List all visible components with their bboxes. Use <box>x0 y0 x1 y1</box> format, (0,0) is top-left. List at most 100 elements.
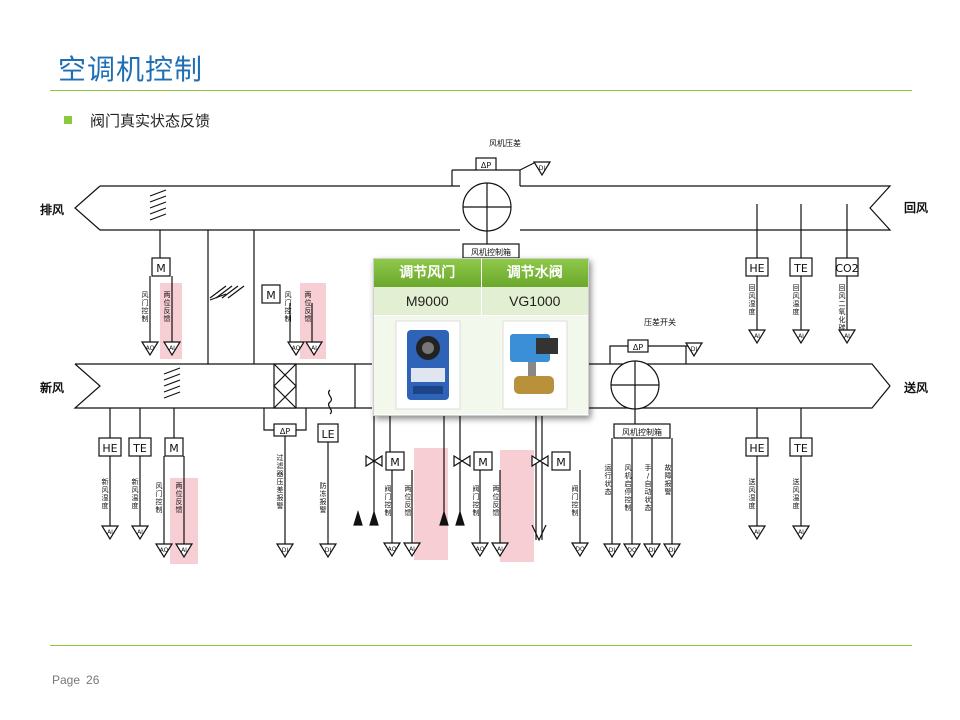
valve-1-ctl-char: 制 <box>385 508 392 517</box>
fan-status-label-char: 风 <box>625 464 632 472</box>
fan-status-io: DI <box>609 547 616 554</box>
upper-duct-left <box>74 185 460 231</box>
mix-damper-ai-triangle <box>304 341 324 357</box>
fresh-he-symbol: HE <box>102 442 117 455</box>
feedback-highlight <box>160 283 182 359</box>
fresh-damper-actuator-box <box>164 437 184 457</box>
exhaust-damper-ctl-char: 风 <box>142 291 149 299</box>
product-popup: 调节风门 调节水阀 M9000 VG1000 <box>373 258 589 416</box>
fan-status-label-char: 状 <box>605 479 612 488</box>
return-co2-symbol: CO2 <box>835 262 858 275</box>
exhaust-damper-ai-triangle <box>162 341 182 357</box>
bullet-marker <box>64 116 72 124</box>
filter-dp-box <box>273 423 297 437</box>
valve-3-io: DO <box>575 546 585 553</box>
filter-label-char: 滤 <box>277 461 284 470</box>
valve-1-ai: AI <box>409 546 415 553</box>
bullet-text: 阀门真实状态反馈 <box>90 112 211 130</box>
label-supply: 送风 <box>903 380 928 395</box>
fan-status-label-char: 状 <box>645 495 652 504</box>
lower-duct-right <box>588 363 891 409</box>
return-he-label-char: 度 <box>749 307 756 316</box>
fan-status-label-char: 行 <box>605 471 612 480</box>
return-co2-label-char: 二 <box>839 300 846 308</box>
supply-te-label-char: 风 <box>793 486 800 494</box>
exhaust-damper-ctl-char: 控 <box>142 306 149 315</box>
return-te-label-char: 回 <box>793 284 800 292</box>
pressure-switch-dp: ΔP <box>633 343 643 352</box>
fresh-damper-ctl-char: 控 <box>156 497 163 506</box>
return-he-io: AI <box>754 333 760 340</box>
fan-status-label-char: 故 <box>665 463 672 472</box>
frost-label-char: 警 <box>320 505 327 514</box>
valve-3-ctl-char: 阀 <box>572 484 579 493</box>
fresh-damper-ao-triangle <box>154 543 174 559</box>
fan-status-label-char: 启 <box>625 479 632 488</box>
fan-status-label-char: 态 <box>645 503 652 512</box>
mix-damper-fb-char: 两 <box>305 291 312 299</box>
exhaust-damper-blades <box>149 207 167 215</box>
fresh-damper-ctl-char: 风 <box>156 482 163 490</box>
filter-io: DI <box>282 547 289 554</box>
return-te-label-char: 风 <box>793 292 800 300</box>
filter-label-char: 压 <box>277 478 284 486</box>
supply-he-io: AI <box>754 529 760 536</box>
water-pipes <box>373 414 461 525</box>
valve-1-fb-char: 位 <box>405 492 412 501</box>
popup-model-valve: VG1000 <box>509 293 561 309</box>
valve-2-ctl-char: 控 <box>473 500 480 509</box>
exhaust-damper-ao-triangle <box>140 341 160 357</box>
mix-damper-ctl-char: 制 <box>285 314 292 323</box>
valve-1-actuator: M <box>390 456 400 469</box>
filter-label-char: 报 <box>277 493 284 502</box>
fan-status-io-triangle <box>602 543 622 559</box>
lower-duct-left <box>73 363 372 409</box>
fresh-damper-blades <box>163 379 181 387</box>
fresh-he-label-char: 湿 <box>102 493 109 502</box>
return-co2-io: AI <box>844 333 850 340</box>
valve-3-ctl-char: 门 <box>572 492 579 501</box>
pressure-switch-lines <box>609 345 692 364</box>
filter-x <box>273 363 297 409</box>
fan-box-bottom-label: 风机控制箱 <box>622 427 662 437</box>
valve-1-fb-char: 反 <box>405 500 412 509</box>
supply-he-label-char: 湿 <box>749 493 756 502</box>
return-co2-label-char: 回 <box>839 284 846 292</box>
frost-symbol: LE <box>321 428 334 441</box>
fan-status-label-char: 控 <box>625 495 632 504</box>
valve-2-fb-char: 馈 <box>493 508 500 517</box>
fan-status-io: DI <box>669 547 676 554</box>
water-valve-image <box>481 316 588 414</box>
fan-status-label-char: 自 <box>645 479 652 488</box>
fresh-damper-blades <box>163 367 181 375</box>
page-label: Page <box>52 673 81 687</box>
fan-status-label-char: 机 <box>625 471 632 480</box>
return-co2-io-triangle <box>837 329 857 345</box>
frost-coil <box>327 389 333 415</box>
frost-io-triangle <box>318 543 338 559</box>
return-co2-label-char: 化 <box>839 315 846 324</box>
valve-2-ctl-char: 门 <box>473 492 480 501</box>
fan-status-label-char: 报 <box>665 479 672 488</box>
label-exhaust: 排风 <box>40 202 64 217</box>
exhaust-damper-fb-char: 位 <box>164 298 171 307</box>
fresh-he-label-char: 度 <box>102 501 109 510</box>
valve-3-ctl-char: 制 <box>572 508 579 517</box>
fresh-damper-fb-char: 反 <box>176 497 183 506</box>
valve-3-actuator-box <box>551 451 571 471</box>
exhaust-damper-blades <box>149 213 167 221</box>
fan-status-label-char: 动 <box>645 487 652 496</box>
supply-te-io: AI <box>798 529 804 536</box>
fan-status-label-char: 手 <box>645 463 652 472</box>
valve-1-ctl-char: 控 <box>385 500 392 509</box>
exhaust-damper-actuator: M <box>156 262 166 275</box>
mix-damper-ctl-char: 控 <box>285 306 292 315</box>
fresh-te-io: AI <box>137 529 143 536</box>
valve-3-body <box>531 454 549 468</box>
fresh-te-label-char: 新 <box>132 477 139 486</box>
valve-2-ao-triangle <box>470 542 490 558</box>
exhaust-damper-fb-char: 两 <box>164 291 171 299</box>
valve-2-fb-char: 位 <box>493 492 500 501</box>
filter-label-char: 差 <box>277 485 284 494</box>
